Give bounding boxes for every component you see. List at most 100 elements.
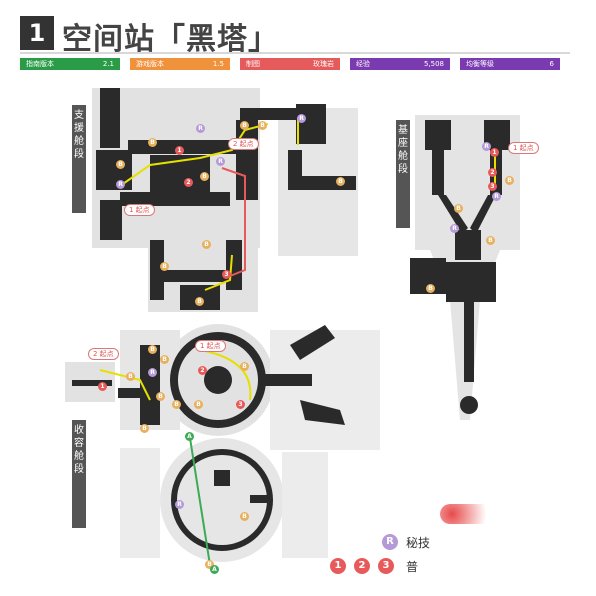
legend-number-icon: 1 (330, 558, 346, 574)
wall (296, 104, 326, 144)
info-cell-exp: 经验 5,508 (350, 58, 450, 70)
marker-number: 3 (236, 400, 245, 409)
start-tag: 1 起点 (508, 142, 539, 154)
marker-b: B (205, 560, 214, 569)
legend-r-text: 秘技 (406, 536, 431, 550)
marker-r: R (216, 157, 225, 166)
info-value: 玫瑰岩 (313, 60, 334, 68)
base-section-map (410, 115, 520, 420)
info-cell-equilibrium: 均衡等级 6 (460, 58, 560, 70)
start-tag: 1 起点 (195, 340, 226, 352)
chapter-number-badge: 1 (20, 16, 54, 50)
route-yellow (204, 254, 233, 291)
marker-b: B (148, 345, 157, 354)
marker-b: B (195, 297, 204, 306)
wall (152, 270, 242, 282)
wall (214, 470, 230, 486)
marker-b: B (336, 177, 345, 186)
wall (460, 396, 478, 414)
info-value: 2.1 (102, 60, 114, 68)
title-divider (20, 52, 570, 54)
marker-b: B (240, 512, 249, 521)
wall (290, 325, 335, 360)
wall (432, 150, 444, 195)
marker-r: R (482, 142, 491, 151)
marker-r: R (492, 192, 501, 201)
marker-b: B (202, 240, 211, 249)
route-yellow (99, 369, 151, 401)
section-char: 舱 (74, 451, 84, 462)
wall (262, 374, 312, 386)
marker-r: R (297, 114, 306, 123)
marker-b: B (240, 121, 249, 130)
section-char: 支 (74, 110, 84, 121)
section-label-support: 支 援 舱 段 (72, 105, 86, 213)
legend-number-icon: 2 (354, 558, 370, 574)
marker-b: B (116, 160, 125, 169)
containment-lower-floor (282, 452, 328, 558)
wall (290, 176, 356, 190)
info-value: 6 (549, 60, 554, 68)
marker-number: 1 (490, 148, 499, 157)
info-label: 经验 (356, 60, 370, 68)
marker-b: B (486, 236, 495, 245)
marker-number: 3 (488, 182, 497, 191)
wall (470, 195, 496, 234)
marker-a: A (210, 565, 219, 574)
legend-glow-decoration (440, 504, 500, 524)
section-char: 收 (74, 425, 84, 436)
marker-b: B (140, 424, 149, 433)
marker-b: B (200, 172, 209, 181)
wall (100, 88, 120, 148)
info-label: 指南版本 (26, 60, 54, 68)
start-tag: 1 起点 (124, 204, 155, 216)
section-char: 舱 (398, 151, 408, 162)
marker-a: A (185, 432, 194, 441)
marker-r: R (175, 500, 184, 509)
marker-b: B (160, 355, 169, 364)
section-char: 段 (398, 164, 408, 175)
section-char: 援 (74, 123, 84, 134)
section-char: 座 (398, 138, 408, 149)
wall (250, 495, 270, 503)
marker-b: B (172, 400, 181, 409)
marker-r: R (196, 124, 205, 133)
marker-b: B (194, 400, 203, 409)
info-cell-guide-version: 指南版本 2.1 (20, 58, 120, 70)
marker-b: B (156, 392, 165, 401)
wall (240, 108, 300, 120)
wall (118, 388, 148, 398)
legend-number-text: 普 (406, 560, 419, 574)
marker-r: R (116, 180, 125, 189)
marker-number: 2 (184, 178, 193, 187)
info-cell-cartographer: 制图 玫瑰岩 (240, 58, 340, 70)
containment-floor (270, 330, 380, 450)
marker-number: 2 (488, 168, 497, 177)
wall (72, 380, 112, 386)
marker-b: B (240, 362, 249, 371)
marker-b: B (148, 138, 157, 147)
info-value: 5,508 (423, 60, 444, 68)
marker-b: B (505, 176, 514, 185)
page-title: 空间站「黑塔」 (62, 22, 279, 57)
legend-number-icon: 3 (378, 558, 394, 574)
wall (100, 200, 122, 240)
wall (96, 150, 132, 190)
marker-b: B (160, 262, 169, 271)
info-bar: 指南版本 2.1 游戏版本 1.5 制图 玫瑰岩 经验 5,508 均衡等级 6 (20, 58, 570, 70)
marker-r: R (148, 368, 157, 377)
marker-b: B (258, 121, 267, 130)
section-char: 舱 (74, 136, 84, 147)
marker-number: 1 (175, 146, 184, 155)
wall (464, 302, 474, 382)
start-tag: 2 起点 (228, 138, 259, 150)
section-char: 容 (74, 438, 84, 449)
containment-lower-floor (160, 438, 284, 562)
marker-b: B (426, 284, 435, 293)
wall (455, 230, 481, 260)
wall (446, 262, 496, 302)
info-value: 1.5 (212, 60, 224, 68)
support-section-map (92, 88, 358, 312)
marker-number: 1 (98, 382, 107, 391)
